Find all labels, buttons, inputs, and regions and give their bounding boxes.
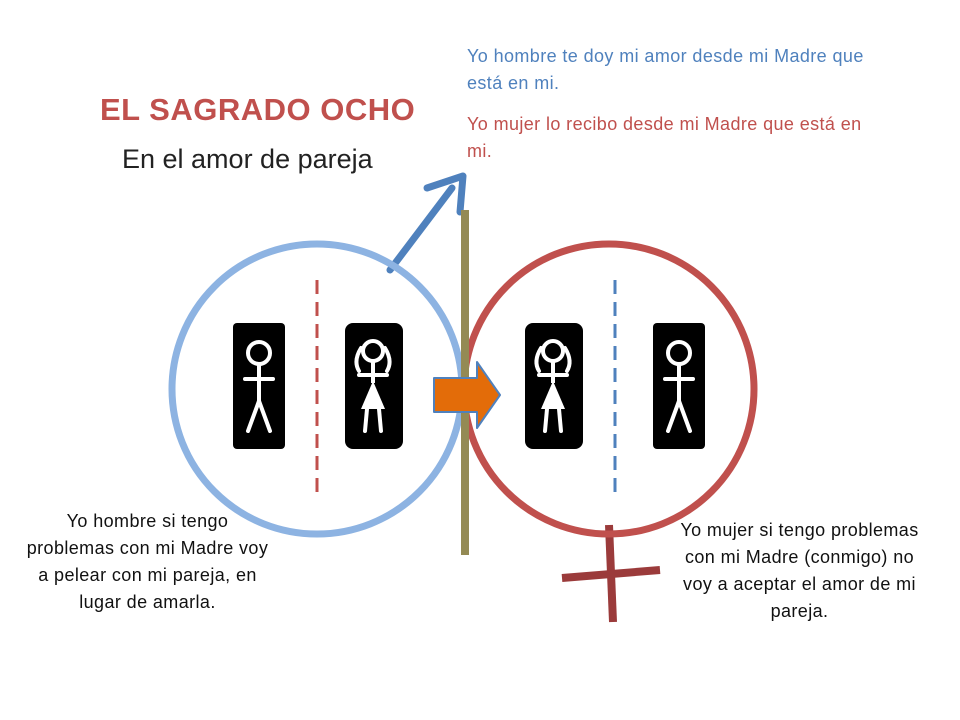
man-figure-icon xyxy=(653,323,705,449)
female-symbol-cross-icon xyxy=(561,524,661,623)
man-problems-caption: Yo hombre si tengo problemas con mi Madr… xyxy=(26,511,269,612)
male-symbol-arrow-icon xyxy=(386,172,467,274)
page-subtitle: En el amor de pareja xyxy=(122,144,373,174)
woman-figure-icon xyxy=(345,323,403,449)
man-figure-icon xyxy=(233,323,285,449)
page-title: EL SAGRADO OCHO xyxy=(100,92,416,127)
female-circle xyxy=(460,240,758,538)
woman-problems-caption: Yo mujer si tengo problemas con mi Madre… xyxy=(680,520,919,621)
orange-right-arrow-icon xyxy=(433,361,501,429)
woman-figure-icon xyxy=(525,323,583,449)
woman-receives-love-note: Yo mujer lo recibo desde mi Madre que es… xyxy=(467,114,862,161)
man-gives-love-note: Yo hombre te doy mi amor desde mi Madre … xyxy=(467,46,864,93)
